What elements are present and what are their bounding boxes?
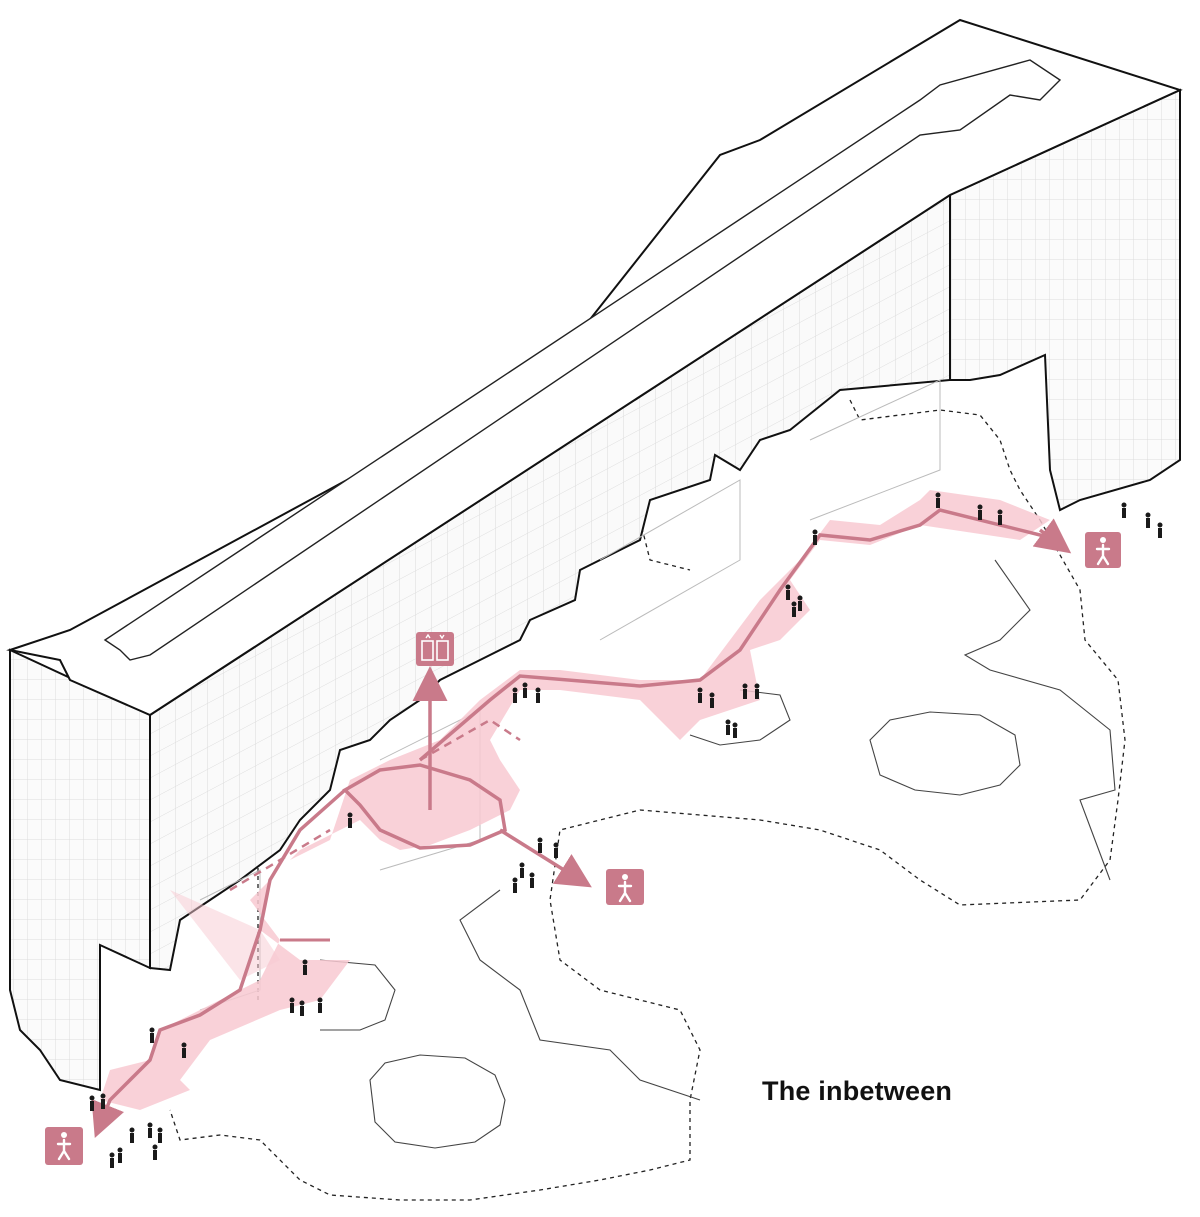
person-figure [977, 504, 983, 520]
circulation-path [91, 508, 1072, 1138]
person-figure [347, 812, 353, 828]
person-figure [1121, 502, 1127, 518]
person-figure [299, 1000, 305, 1016]
person-figure [785, 584, 791, 600]
landscape-islands [319, 559, 1116, 1149]
person-figure [147, 1122, 153, 1138]
pedestrian-icon [1085, 532, 1121, 568]
person-figure [535, 687, 541, 703]
elevator-icon [416, 632, 454, 666]
person-figure [289, 997, 295, 1013]
person-figure [1145, 512, 1151, 528]
person-figure [935, 492, 941, 508]
dashed-circulation [229, 718, 521, 892]
person-figure [129, 1127, 135, 1143]
person-figure [149, 1027, 155, 1043]
person-figure [537, 837, 543, 853]
person-figure [152, 1144, 158, 1160]
person-figure [317, 997, 323, 1013]
person-figure [302, 959, 308, 975]
person-figure [725, 719, 731, 735]
pedestrian-icon [606, 869, 644, 905]
person-figure [1157, 522, 1163, 538]
person-figure [157, 1127, 163, 1143]
person-figure [791, 601, 797, 617]
person-figure [100, 1093, 106, 1109]
person-figure [697, 687, 703, 703]
person-figure [529, 872, 535, 888]
person-figure [553, 842, 559, 858]
person-figure [522, 682, 528, 698]
building-mass [6, 18, 1183, 1092]
person-figure [797, 595, 803, 611]
person-figure [732, 722, 738, 738]
person-figure [754, 683, 760, 699]
pedestrian-icon [45, 1127, 83, 1165]
diagram-caption: The inbetween [762, 1076, 953, 1106]
person-figure [109, 1152, 115, 1168]
person-figure [997, 509, 1003, 525]
person-figure [519, 862, 525, 878]
person-figure [117, 1147, 123, 1163]
person-figure [89, 1095, 95, 1111]
person-figure [812, 529, 818, 545]
person-figure [709, 692, 715, 708]
person-figure [181, 1042, 187, 1058]
person-figure [512, 877, 518, 893]
person-figure [742, 683, 748, 699]
people-figures [89, 492, 1163, 1168]
person-figure [512, 687, 518, 703]
